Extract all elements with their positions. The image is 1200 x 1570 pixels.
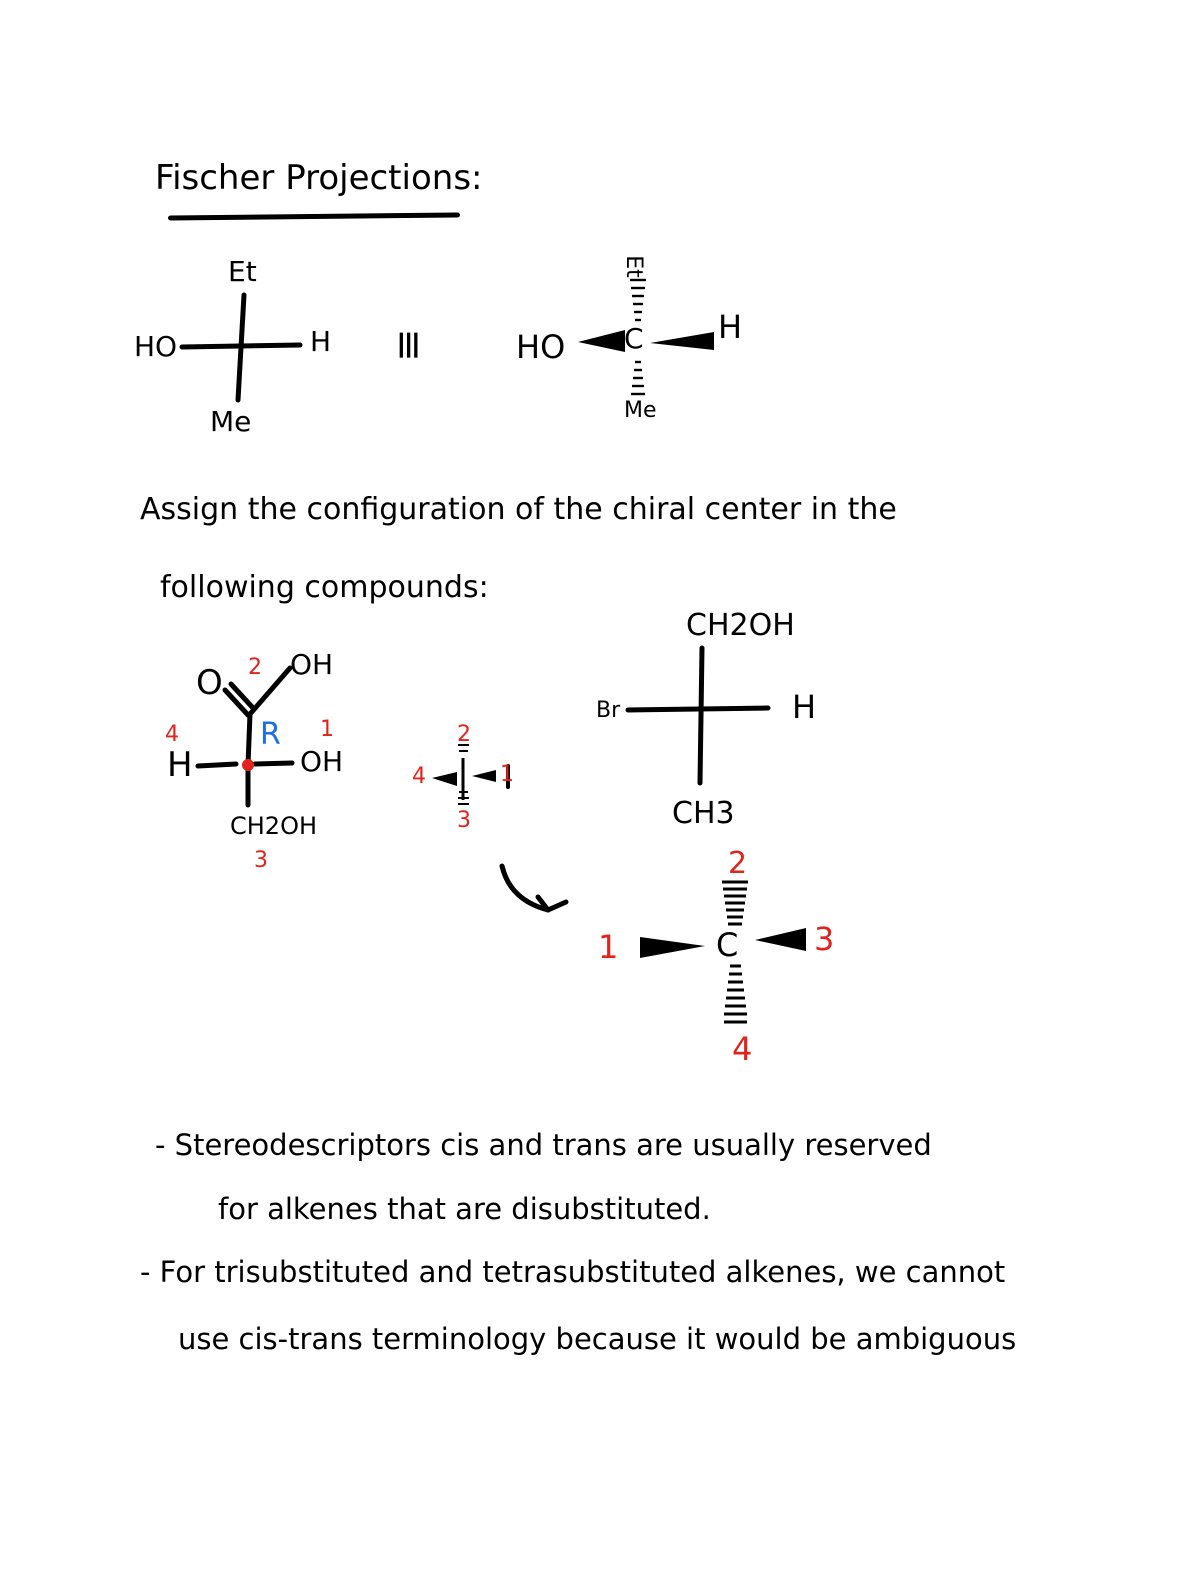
ex1-wedge-center-label: C <box>624 322 644 355</box>
c2-top-ch2oh: CH2OH <box>686 608 795 643</box>
ex1-wedge-top-label: Et <box>620 255 646 278</box>
curved-arrow <box>499 863 569 913</box>
c1w-left-number: 4 <box>412 764 426 789</box>
equivalence-symbol: ≡ <box>385 328 432 362</box>
ex1-wedge-left-label: HO <box>516 328 566 366</box>
c2-left-br: Br <box>596 698 621 723</box>
note-line-2: for alkenes that are disubstituted. <box>218 1192 711 1226</box>
page-title: Fischer Projections: <box>155 158 483 198</box>
ex1-left-label: HO <box>134 330 178 363</box>
c1w-right-number: 1 <box>500 762 514 787</box>
c1-top-oh: OH <box>290 648 334 681</box>
note-line-3: - For trisubstituted and tetrasubstitute… <box>140 1255 1006 1289</box>
c1w-top-number: 2 <box>457 722 471 747</box>
c2-bottom-ch3: CH3 <box>672 796 735 831</box>
c1-right-oh: OH <box>300 745 344 778</box>
c2w-right-number: 3 <box>814 920 835 958</box>
c2-right-h: H <box>792 688 817 726</box>
c2w-top-number: 2 <box>728 846 748 881</box>
chiral-center-dot <box>242 759 254 771</box>
c1-config-label: R <box>260 717 281 752</box>
note-line-4: use cis-trans terminology because it wou… <box>178 1322 1017 1356</box>
prompt-line-2: following compounds: <box>160 570 489 605</box>
prompt-line-1: Assign the configuration of the chiral c… <box>140 492 897 527</box>
ex1-wedge-right-label: H <box>718 308 743 346</box>
fischer-cross-example <box>179 292 303 403</box>
ex1-right-label: H <box>310 325 332 358</box>
c2w-center-label: C <box>716 926 739 964</box>
compound2-wedge-dash <box>640 880 806 1024</box>
c1-carbonyl-oxygen: O <box>196 663 223 703</box>
compound1-skeleton <box>195 665 295 808</box>
ex1-bottom-label: Me <box>210 405 252 438</box>
c2w-left-number: 1 <box>598 928 619 966</box>
c1-left-h: H <box>167 745 193 785</box>
c1-bottom-ch2oh: CH2OH <box>230 812 318 840</box>
compound1-mini-wedge <box>432 744 510 805</box>
c1-priority-bottom: 3 <box>254 848 268 873</box>
note-line-1: - Stereodescriptors cis and trans are us… <box>155 1128 932 1162</box>
wedge-dash-example <box>578 278 714 396</box>
ex1-wedge-bottom-label: Me <box>624 398 657 423</box>
c1-priority-right: 1 <box>320 717 334 742</box>
ex1-top-label: Et <box>228 255 257 288</box>
c2w-bottom-number: 4 <box>732 1030 753 1068</box>
c1w-bottom-number: 3 <box>457 808 471 833</box>
c1-priority-top: 2 <box>248 655 262 680</box>
compound2-fischer-cross <box>625 645 771 786</box>
c1-priority-left: 4 <box>165 722 179 747</box>
